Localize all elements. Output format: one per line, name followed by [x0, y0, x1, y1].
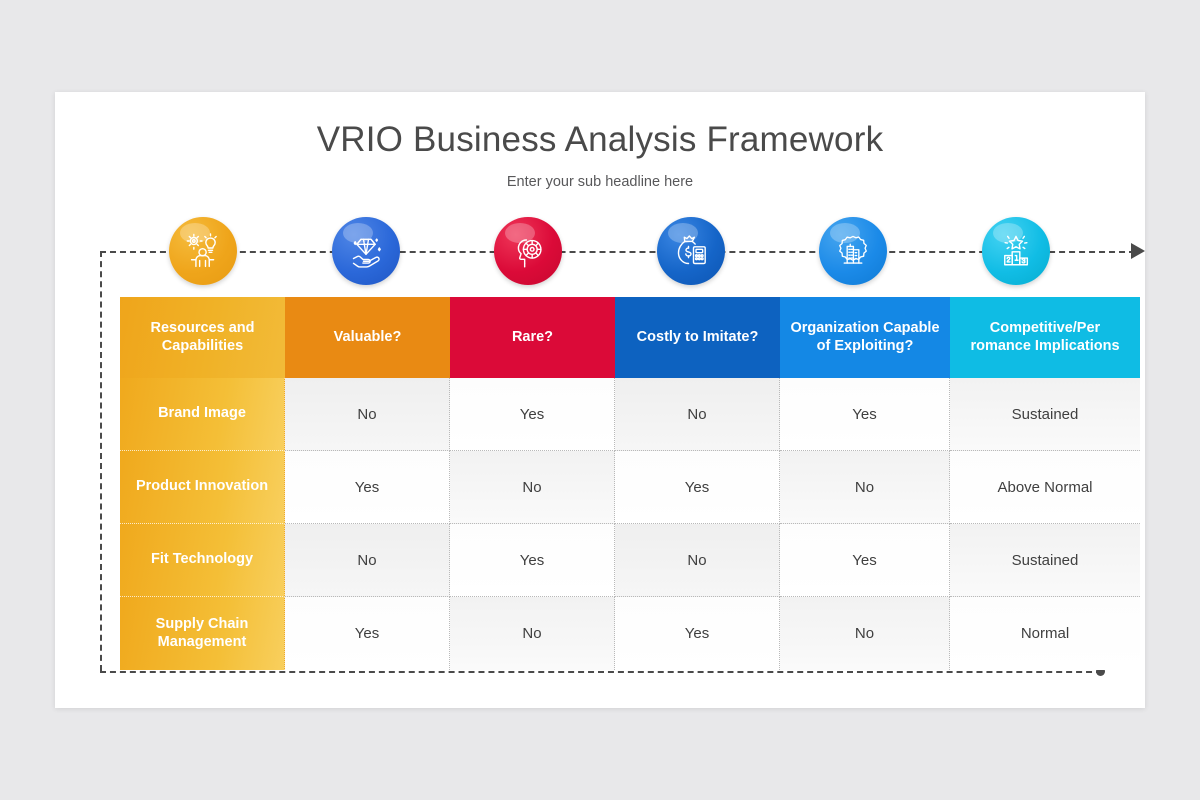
cell-rare: No [450, 597, 615, 670]
column-header-costly: Costly to Imitate? [615, 297, 780, 378]
people-gear-idea-icon[interactable] [169, 217, 237, 285]
cell-organization: Yes [780, 524, 950, 597]
cell-costly: No [615, 378, 780, 451]
row-label: Supply Chain Management [120, 597, 285, 670]
page-title: VRIO Business Analysis Framework [316, 120, 884, 159]
row-label: Product Innovation [120, 451, 285, 524]
cell-implication: Sustained [950, 524, 1140, 597]
cell-rare: No [450, 451, 615, 524]
podium-star-icon[interactable] [982, 217, 1050, 285]
row-label: Fit Technology [120, 524, 285, 597]
cell-organization: No [780, 597, 950, 670]
timeline-dashed-line-left [100, 251, 102, 671]
cell-costly: Yes [615, 451, 780, 524]
cell-rare: Yes [450, 378, 615, 451]
cell-valuable: Yes [285, 451, 450, 524]
cell-valuable: Yes [285, 597, 450, 670]
head-gear-icon[interactable] [494, 217, 562, 285]
cell-organization: Yes [780, 378, 950, 451]
column-header-implications: Competitive/Per romance Implications [950, 297, 1140, 378]
table-row[interactable]: Supply Chain Management Yes No Yes No No… [120, 597, 1140, 670]
cell-costly: No [615, 524, 780, 597]
hand-diamond-icon[interactable] [332, 217, 400, 285]
timeline-arrow-head-icon [1131, 243, 1145, 259]
table-row[interactable]: Product Innovation Yes No Yes No Above N… [120, 451, 1140, 524]
cell-valuable: No [285, 378, 450, 451]
table-row[interactable]: Brand Image No Yes No Yes Sustained [120, 378, 1140, 451]
timeline-end-dot-icon [1096, 667, 1105, 676]
column-header-resources: Resources and Capabilities [120, 297, 285, 378]
column-header-valuable: Valuable? [285, 297, 450, 378]
row-label: Brand Image [120, 378, 285, 451]
column-header-rare: Rare? [450, 297, 615, 378]
table-row[interactable]: Fit Technology No Yes No Yes Sustained [120, 524, 1140, 597]
timeline-dashed-line-top [100, 251, 1135, 253]
cell-rare: Yes [450, 524, 615, 597]
slide-card: VRIO Business Analysis Framework Enter y… [55, 92, 1145, 708]
page-subtitle: Enter your sub headline here [506, 174, 694, 190]
timeline-dashed-line-bottom [100, 671, 1102, 673]
vrio-table: Resources and Capabilities Valuable? Rar… [120, 297, 1140, 670]
cell-organization: No [780, 451, 950, 524]
table-header-row: Resources and Capabilities Valuable? Rar… [120, 297, 1140, 378]
building-gear-icon[interactable] [819, 217, 887, 285]
money-bag-calculator-icon[interactable] [657, 217, 725, 285]
cell-valuable: No [285, 524, 450, 597]
column-header-organization: Organization Capable of Exploiting? [780, 297, 950, 378]
cell-implication: Sustained [950, 378, 1140, 451]
cell-implication: Normal [950, 597, 1140, 670]
cell-costly: Yes [615, 597, 780, 670]
cell-implication: Above Normal [950, 451, 1140, 524]
